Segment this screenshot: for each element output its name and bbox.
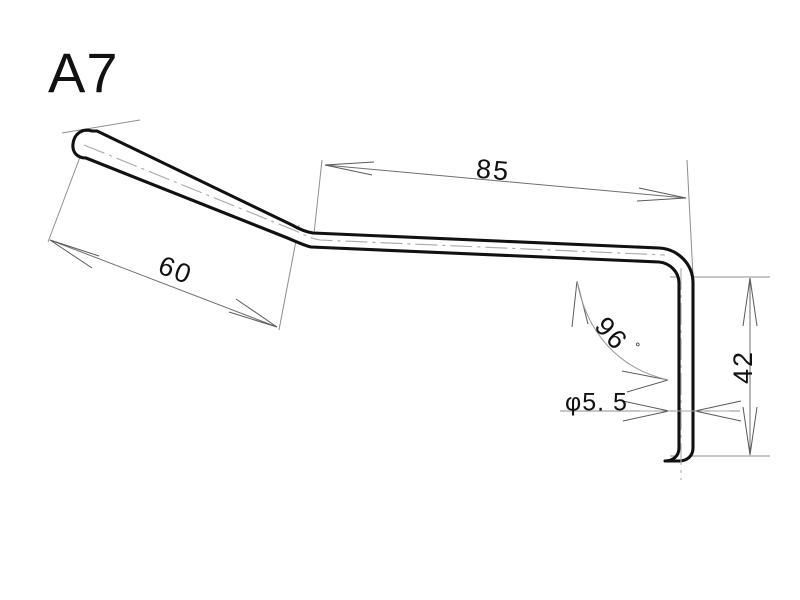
- dim-text-42: 42: [728, 350, 758, 384]
- arrow-60-right: [228, 298, 278, 328]
- arrow-heads: [49, 161, 758, 456]
- arrow-60-left: [49, 239, 100, 269]
- dim-line-60: [49, 239, 278, 328]
- ext-line-85-left: [312, 159, 323, 244]
- ext-line-60-top: [61, 119, 141, 134]
- arrow-dia-right: [694, 400, 742, 422]
- centerline-rod-axis: [83, 144, 666, 256]
- arrow-dia-left: [622, 400, 670, 422]
- centerlines: [83, 144, 730, 480]
- arrow-angle-start: [571, 280, 589, 328]
- dim-text-angle-group: 96 °: [589, 311, 643, 356]
- degree-symbol: °: [628, 339, 643, 353]
- arrow-85-left: [324, 161, 375, 176]
- part-outline-path: [71, 128, 695, 463]
- dim-text-60: 60: [154, 250, 197, 290]
- dim-text-96: 96: [589, 311, 634, 356]
- angle-arc-96: [576, 280, 669, 381]
- dim-line-85: [324, 164, 687, 199]
- arrow-85-right: [636, 187, 687, 202]
- dim-text-85: 85: [475, 154, 512, 187]
- part-title: A7: [48, 41, 119, 104]
- dimension-texts: 85 60 42 96 ° φ5. 5: [154, 154, 758, 417]
- arrow-42-bottom: [742, 406, 758, 456]
- dimension-lines: [49, 164, 751, 455]
- arrow-angle-end: [621, 370, 669, 393]
- dim-text-diameter: φ5. 5: [565, 389, 628, 417]
- arrow-42-top: [742, 277, 758, 327]
